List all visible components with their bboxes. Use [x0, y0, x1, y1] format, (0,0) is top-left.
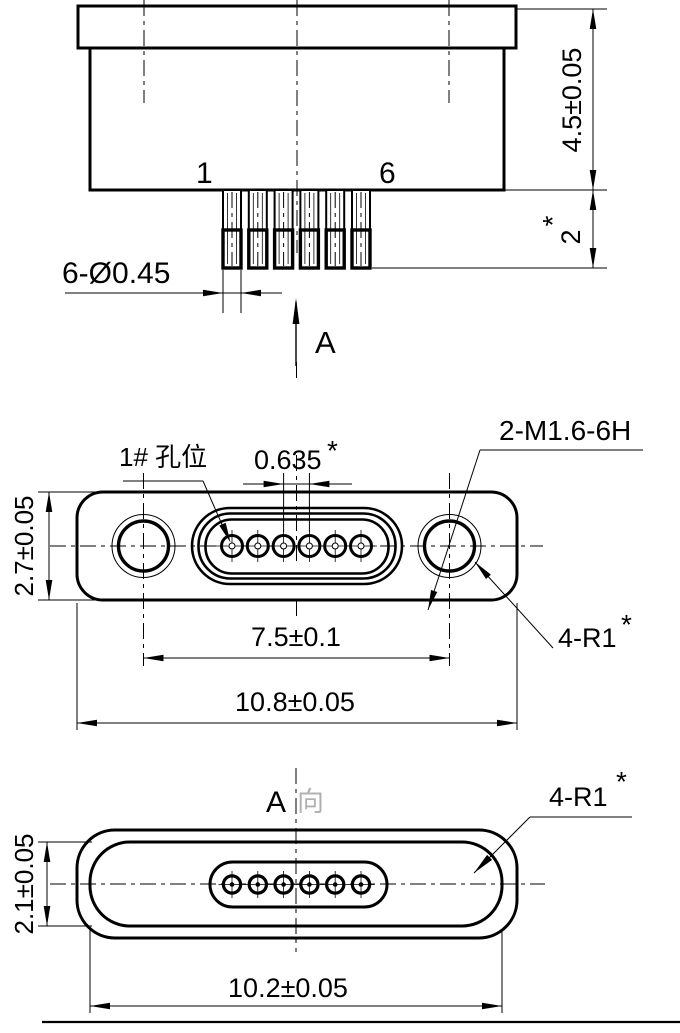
thread-callout: 2-M1.6-6H — [427, 415, 643, 611]
section-arrow-label: A — [315, 325, 336, 360]
back-contact-boss — [208, 860, 389, 909]
dim-back-width: 10.2±0.05 — [89, 929, 503, 1013]
dim-pin-length-text: 2 — [556, 229, 586, 244]
back-view-label-suffix: 向 — [297, 787, 324, 817]
back-view-label: A — [266, 786, 286, 819]
first-hole-label: 1# 孔位 — [119, 442, 207, 472]
dim-back-height: 2.1±0.05 — [9, 833, 92, 935]
dim-side-height-text: 4.5±0.05 — [557, 48, 587, 153]
corner-radius-callout-back: 4-R1 * — [473, 766, 632, 874]
insert-outlines — [190, 506, 404, 586]
dim-back-height-text: 2.1±0.05 — [9, 833, 39, 934]
dim-pin-diameter: 6-Ø0.45 — [62, 257, 282, 313]
dim-pin-length-star: * — [537, 215, 568, 226]
pin1-number: 1 — [196, 157, 213, 190]
back-view: A 向 4-R1 * 2.1±0.05 — [9, 766, 632, 1013]
dim-hole-span-text: 7.5±0.1 — [251, 622, 341, 652]
dim-pitch-text: 0.635 — [254, 445, 322, 475]
front-body-outline — [75, 490, 519, 602]
dim-front-width: 10.8±0.05 — [76, 603, 518, 730]
corner-radius-star-back: * — [616, 766, 627, 797]
corner-radius-callout-front: 4-R1 * — [474, 561, 632, 653]
dim-side-height: 4.5±0.05 — [504, 8, 607, 191]
corner-radius-star-front: * — [621, 609, 632, 640]
back-view-centerlines — [50, 768, 545, 952]
connector-body-outline — [88, 46, 506, 192]
dim-back-width-text: 10.2±0.05 — [228, 973, 348, 1003]
dim-front-height-text: 2.7±0.05 — [9, 495, 39, 596]
front-view: 1# 孔位 0.635 * 2-M1.6-6H 4-R1 * — [9, 362, 643, 730]
first-hole-callout: 1# 孔位 — [119, 442, 231, 543]
dim-pin-diameter-text: 6-Ø0.45 — [62, 257, 170, 290]
corner-radius-text-back: 4-R1 — [549, 782, 608, 812]
dim-front-width-text: 10.8±0.05 — [235, 687, 355, 717]
back-outer-outline — [75, 828, 519, 940]
dim-pitch: 0.635 * — [243, 435, 352, 532]
dim-front-height: 2.7±0.05 — [9, 491, 104, 601]
side-view-centerlines — [143, 0, 450, 253]
mounting-hole-right — [417, 514, 482, 578]
dim-pin-length: 2 * — [372, 190, 607, 269]
section-arrow: A — [292, 298, 336, 366]
pin6-number: 6 — [379, 157, 396, 190]
dim-pitch-star: * — [327, 435, 338, 466]
corner-radius-text-front: 4-R1 — [558, 623, 617, 653]
mounting-hole-left — [111, 514, 176, 578]
thread-spec-text: 2-M1.6-6H — [499, 415, 631, 446]
dim-hole-span: 7.5±0.1 — [143, 622, 450, 662]
side-view: 1 6 4.5±0.05 2 * 6-Ø0.45 — [62, 0, 607, 366]
back-inner-outline — [88, 840, 504, 928]
